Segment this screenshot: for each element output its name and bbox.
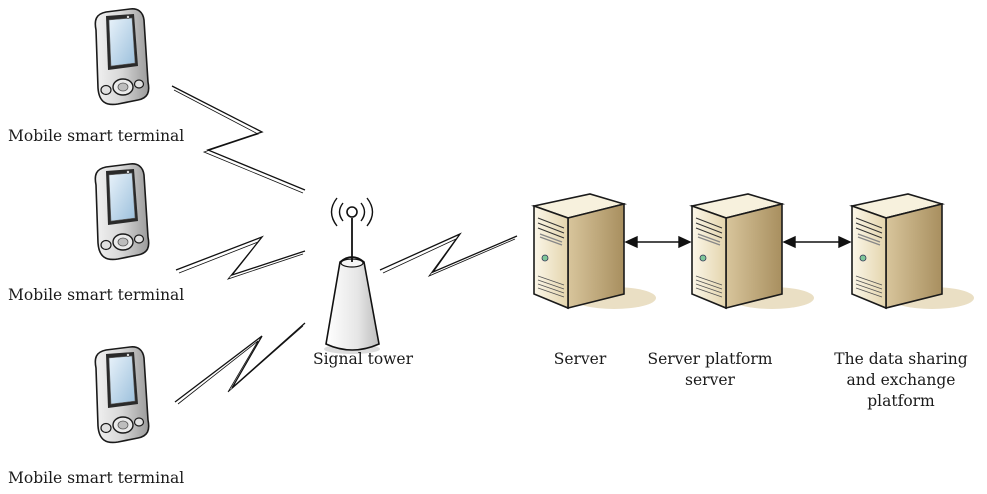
mobile-phone-icon [94, 346, 150, 444]
phone-label: Mobile smart terminal [8, 469, 185, 487]
mobile-phone-icon [94, 8, 150, 106]
phone-label: Mobile smart terminal [8, 127, 185, 145]
server-tower-icon [531, 193, 657, 310]
lightning-wireless-link-icon [174, 322, 306, 405]
lightning-wireless-link-icon [171, 85, 306, 194]
server-label: Server [553, 350, 607, 368]
server-label: The data sharing and exchange platform [834, 350, 968, 410]
phone-label: Mobile smart terminal [8, 286, 185, 304]
mobile-phone-icon [94, 163, 150, 261]
lightning-wireless-link-icon [175, 235, 306, 280]
tower-label: Signal tower [312, 350, 414, 368]
double-arrow-icon [782, 235, 852, 249]
server-tower-icon [849, 193, 975, 310]
double-arrow-icon [624, 235, 692, 249]
server-tower-icon [689, 193, 815, 310]
server-label: Server platform server [647, 350, 773, 389]
lightning-wireless-link-icon [379, 232, 518, 277]
signal-tower-icon [324, 197, 380, 354]
